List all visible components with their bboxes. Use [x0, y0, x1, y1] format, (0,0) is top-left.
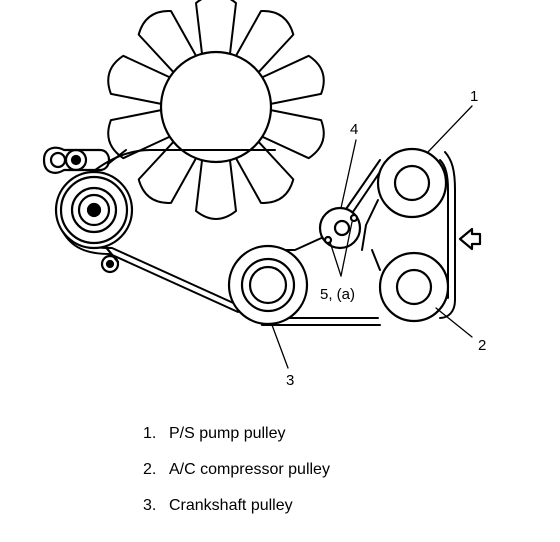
cooling-fan	[107, 0, 325, 220]
legend-number: 2.	[143, 461, 157, 478]
ac-compressor-pulley	[378, 251, 450, 323]
fan-blade	[195, 0, 237, 63]
callout-4: 4	[350, 121, 358, 138]
legend-item: 1. P/S pump pulley	[143, 424, 330, 444]
fan-blade	[253, 107, 325, 160]
fan-blade	[253, 54, 325, 107]
fan-blade	[107, 107, 179, 160]
leader-lines	[271, 105, 473, 369]
legend-label: Crankshaft pulley	[169, 497, 293, 514]
idler-pulley	[318, 206, 362, 250]
callout-5a: 5, (a)	[320, 286, 355, 303]
legend-number: 3.	[143, 497, 157, 514]
crankshaft-pulley	[227, 244, 309, 326]
fan-blade	[107, 54, 179, 107]
alternator-bracket	[42, 146, 120, 274]
legend-item: 3. Crankshaft pulley	[143, 496, 330, 516]
legend: 1. P/S pump pulley 2. A/C compressor pulle…	[143, 424, 330, 532]
legend-item: 2. A/C compressor pulley	[143, 460, 330, 480]
fan-blade	[195, 151, 237, 220]
legend-number: 1.	[143, 425, 157, 442]
legend-label: A/C compressor pulley	[169, 461, 330, 478]
fan-hub	[159, 50, 273, 164]
inspection-arrow	[458, 227, 482, 251]
callout-2: 2	[478, 337, 486, 354]
callout-3: 3	[286, 372, 294, 389]
callout-1: 1	[470, 88, 478, 105]
ps-pump-pulley	[376, 147, 448, 219]
alternator-pulley	[54, 170, 134, 250]
legend-label: P/S pump pulley	[169, 425, 286, 442]
